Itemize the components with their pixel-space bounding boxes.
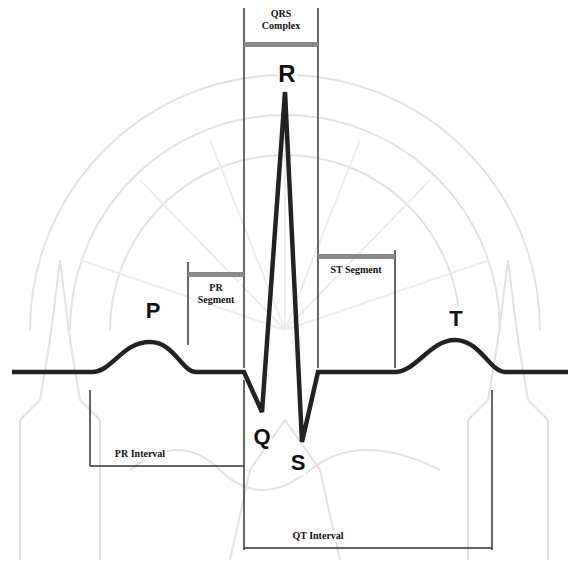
watermark-scroll [130,450,440,490]
bracket-line [394,250,396,368]
complex-label: QRS Complex [254,8,308,31]
bracket-line [491,390,493,550]
interval-label: QT Interval [291,530,344,542]
segment-label: PR Segment [191,282,241,305]
bracket-line [244,547,492,549]
bracket-line [243,380,245,550]
segment-label: ST Segment [329,264,383,276]
bracket-line [89,390,91,466]
wave-letter: R [277,60,296,88]
ecg-waveform [12,92,568,442]
segment-bar [244,42,318,47]
bracket-line [317,8,319,368]
bracket-line [243,8,245,368]
watermark-tower [468,260,548,560]
watermark [20,75,548,560]
interval-label: PR Interval [114,448,166,460]
watermark-arc [70,115,500,330]
wave-letter: Q [252,424,271,449]
wave-letter: T [448,306,463,331]
bracket-line [90,465,244,467]
segment-bar [318,254,395,259]
segment-bar [188,272,244,277]
wave-letter: S [290,450,307,475]
watermark-rays [80,120,490,330]
interval-brackets [90,8,492,550]
wave-letter: P [145,298,162,323]
watermark-tower [20,260,100,560]
